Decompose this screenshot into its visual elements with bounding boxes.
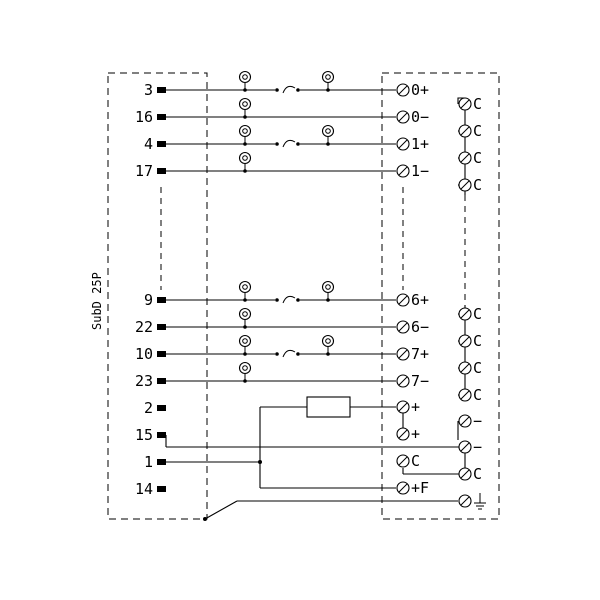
screw-terminal-icon [458,440,472,454]
led-indicator-icon [238,70,252,84]
pin-label-1: 1 [144,453,153,471]
connector-label: SubD 25P [90,272,104,330]
ground-icon [474,493,486,510]
screw-terminal-icon [458,334,472,348]
pin-label-9: 9 [144,291,153,309]
channel-wires [166,89,396,382]
screw-terminal-icon [458,414,472,428]
bridge-jumper-icon [275,139,300,148]
bridge-jumper-icons [275,85,300,358]
screw-terminal-icon [396,320,410,334]
screw-terminal-icon [396,164,410,178]
terminal-label-7-minus: 7− [411,372,429,390]
screw-terminal-icon [458,97,472,111]
terminal-block-housing [381,72,500,520]
led-indicator-icons [238,70,335,375]
terminal-label-common: C [411,452,420,470]
screw-terminal-icon [396,400,410,414]
terminal-label-0-plus: 0+ [411,81,429,99]
common-label-9: C [473,465,482,483]
subd-connector-housing [107,72,208,520]
terminal-label-plus-b: + [411,425,420,443]
pin-label-10: 10 [135,345,153,363]
led-indicator-icon [238,124,252,138]
screw-terminal-icon [396,454,410,468]
pin-label-4: 4 [144,135,153,153]
pin-label-3: 3 [144,81,153,99]
screw-terminal-icon [396,374,410,388]
common-label-3: C [473,149,482,167]
led-indicator-icon [238,280,252,294]
screw-terminal-icon [458,388,472,402]
led-indicator-icon [321,280,335,294]
led-stalks [243,82,330,383]
pin-label-17: 17 [135,162,153,180]
led-indicator-icon [238,361,252,375]
led-indicator-icon [321,124,335,138]
terminal-label-6-minus: 6− [411,318,429,336]
common-label-1: C [473,95,482,113]
screw-terminal-icon [458,361,472,375]
bridge-jumper-icon [275,349,300,358]
terminal-label-1-minus: 1− [411,162,429,180]
pin-label-15: 15 [135,426,153,444]
led-indicator-icon [238,97,252,111]
power-wiring [165,406,465,521]
common-label-7: C [473,359,482,377]
pin-label-14: 14 [135,480,153,498]
pin-label-2: 2 [144,399,153,417]
screw-terminal-icon [396,83,410,97]
terminal-label-plus-f: +F [411,479,429,497]
pin-label-22: 22 [135,318,153,336]
terminal-label-7-plus: 7+ [411,345,429,363]
terminal-label-plus-a: + [411,398,420,416]
common-label-8: C [473,386,482,404]
common-label-6: C [473,332,482,350]
screw-terminal-icon [396,427,410,441]
pin-pads [157,87,166,492]
screw-terminal-icon [458,494,472,508]
screw-terminal-icon [396,481,410,495]
screw-terminal-icon [458,467,472,481]
bridge-jumper-icon [275,85,300,94]
pin-label-23: 23 [135,372,153,390]
led-indicator-icon [238,307,252,321]
terminal-label-0-minus: 0− [411,108,429,126]
common-label-2: C [473,122,482,140]
minus-label-1: − [473,412,482,430]
common-label-5: C [473,305,482,323]
screw-terminal-icon [458,178,472,192]
screw-terminal-icon [396,137,410,151]
led-indicator-icon [238,334,252,348]
screw-terminal-icon [458,124,472,138]
screw-terminal-icon [396,110,410,124]
screw-terminal-icon [396,293,410,307]
led-indicator-icon [321,334,335,348]
terminal-label-6-plus: 6+ [411,291,429,309]
bridge-jumper-icon [275,295,300,304]
led-indicator-icon [321,70,335,84]
screw-terminal-icon [458,151,472,165]
screw-terminal-icons [396,83,472,508]
screw-terminal-icon [396,347,410,361]
fuse-icon [306,396,351,418]
led-indicator-icon [238,151,252,165]
screw-terminal-icon [458,307,472,321]
common-label-4: C [473,176,482,194]
pin-label-16: 16 [135,108,153,126]
terminal-label-1-plus: 1+ [411,135,429,153]
minus-label-2: − [473,438,482,456]
